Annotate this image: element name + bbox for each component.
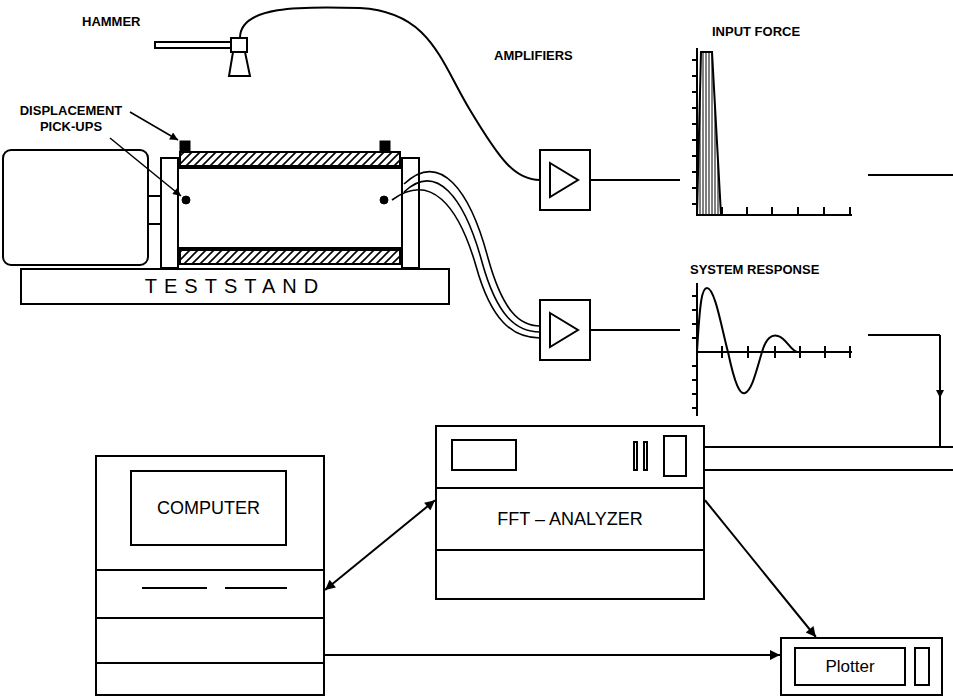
signal-line [590,179,680,181]
connector-arrow [705,500,816,637]
part-label: HAMMER [82,14,141,30]
input-force-plot [692,48,852,216]
teststand-base: TESTSTAND [20,268,450,305]
drive-slot [225,587,287,589]
plotter-panel: Plotter [794,647,906,686]
amplifier-symbol [540,150,590,210]
system-response-plot [722,346,850,358]
part-label: AMPLIFIERS [494,48,573,64]
signal-line [868,174,953,176]
part-label: SYSTEM RESPONSE [690,262,819,278]
case-divider [97,617,323,619]
hammer [229,52,250,76]
pick-up-sensor [180,141,390,204]
pick-up-wires [392,190,540,338]
signal-line [868,334,940,336]
hammer [155,42,231,48]
rotor-housing [180,152,400,166]
amplifier-symbol [550,313,578,347]
motor [3,150,162,265]
hammer [155,38,250,76]
panel-slot [633,441,638,471]
input-force-plot [697,52,721,215]
rotor-housing [161,152,419,268]
box-label: FFT – ANALYZER [497,509,642,530]
unit-divider [437,487,703,489]
panel-slot [643,441,648,471]
rotor-housing [180,250,400,264]
motor [3,150,148,265]
signal-line [705,446,953,448]
case-divider [97,569,323,571]
box-label: Plotter [825,657,874,677]
signal-line [939,398,941,447]
input-force-plot [692,60,697,204]
plotter-slot [914,647,930,686]
label-panel: FFT – ANALYZER [437,489,703,549]
box-label: TESTSTAND [145,275,325,298]
part-label: INPUT FORCE [712,24,800,40]
signal-line [939,335,941,398]
panel-knob [663,435,687,477]
rotor-housing [176,168,404,248]
part-label: DISPLACEMENT PICK-UPS [12,103,130,135]
case-divider [97,662,323,664]
screen: COMPUTER [130,470,287,546]
connector-arrow [325,500,435,590]
system-response-plot [692,296,697,408]
system-response-plot [692,283,852,416]
box-label: COMPUTER [157,498,260,519]
leader-line [110,112,181,196]
pick-up-sensor [380,196,388,204]
signal-line [705,469,953,471]
pick-up-wires [404,181,540,332]
leader-line [130,112,178,140]
motor [148,196,162,224]
drive-slot [142,587,207,589]
input-force-plot [722,207,850,215]
pick-up-wires [392,172,540,338]
pick-up-sensor [180,141,190,152]
hammer [231,38,247,52]
computer-box: COMPUTER [95,455,325,696]
signal-line [590,329,680,331]
connector-arrow [325,654,780,656]
amplifier-symbol [540,150,590,360]
plotter-box: Plotter [780,637,943,696]
pick-up-sensor [182,196,190,204]
unit-divider [437,549,703,551]
amplifier-symbol [550,163,578,197]
pick-up-sensor [380,141,390,152]
display-window [451,439,517,471]
amplifier-symbol [540,300,590,360]
leader-line [110,138,181,196]
analyzer-box: FFT – ANALYZER [435,425,705,600]
system-response-plot [697,288,797,393]
rotor-housing [161,158,178,268]
